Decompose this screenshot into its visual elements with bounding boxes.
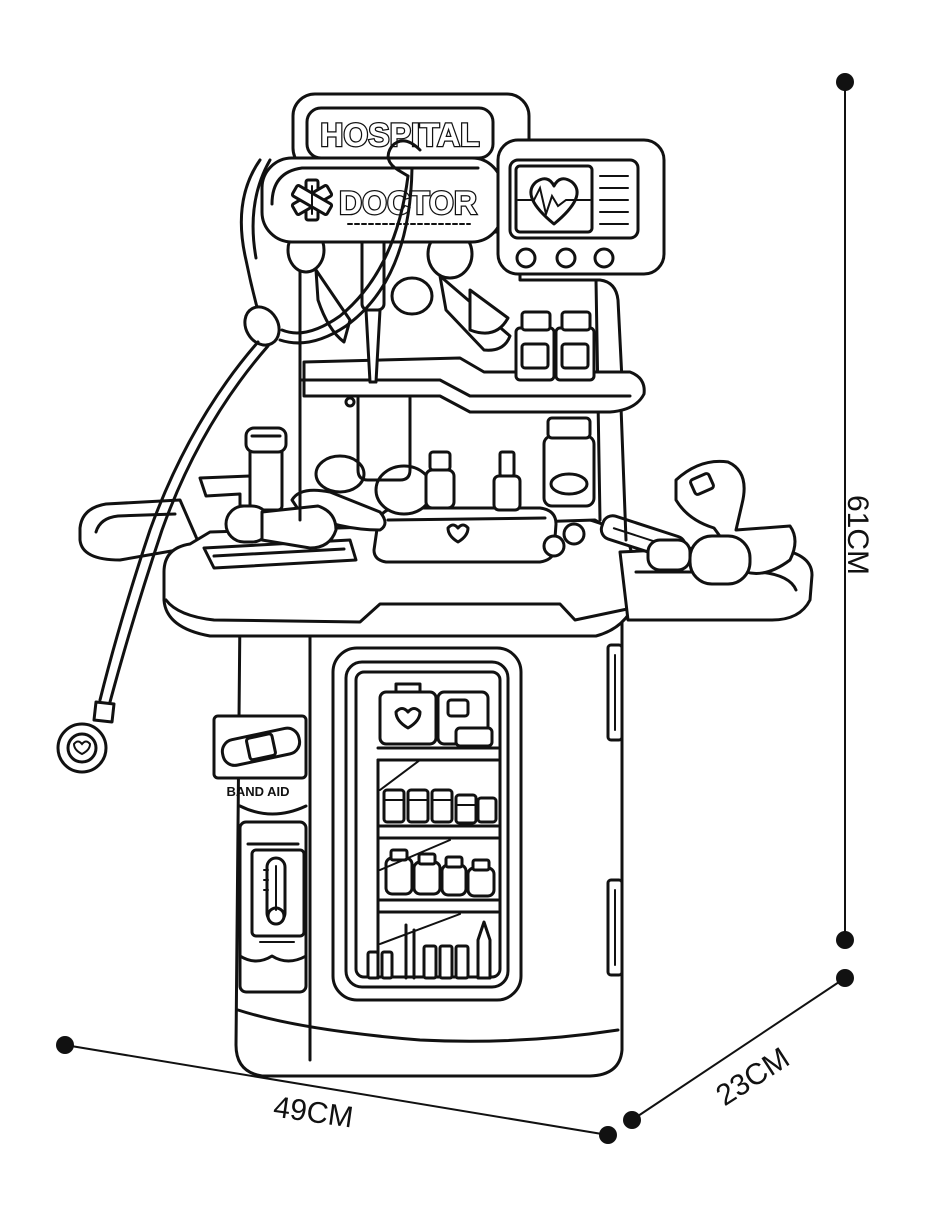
- height-dimension: 61CM: [836, 73, 874, 949]
- jar-row-1: [382, 788, 498, 825]
- stethoscope: [56, 139, 422, 774]
- width-label: 49CM: [271, 1091, 355, 1135]
- doctor-sign: DOCTOR: [260, 156, 504, 244]
- depth-dimension: 23CM: [623, 969, 854, 1129]
- tube-row: [366, 920, 492, 980]
- bottle-row: [384, 848, 496, 898]
- height-label: 61CM: [841, 495, 874, 575]
- counter-tools: [224, 416, 797, 586]
- hospital-sign: HOSPITAL: [291, 92, 531, 172]
- depth-label: 23CM: [710, 1041, 795, 1112]
- hospital-label: HOSPITAL: [320, 117, 479, 153]
- heart-monitor: [496, 138, 666, 276]
- doctor-label: DOCTOR: [339, 185, 477, 221]
- band-aid-label: BAND AID: [226, 784, 289, 799]
- cabinet: BAND AID: [212, 608, 624, 1078]
